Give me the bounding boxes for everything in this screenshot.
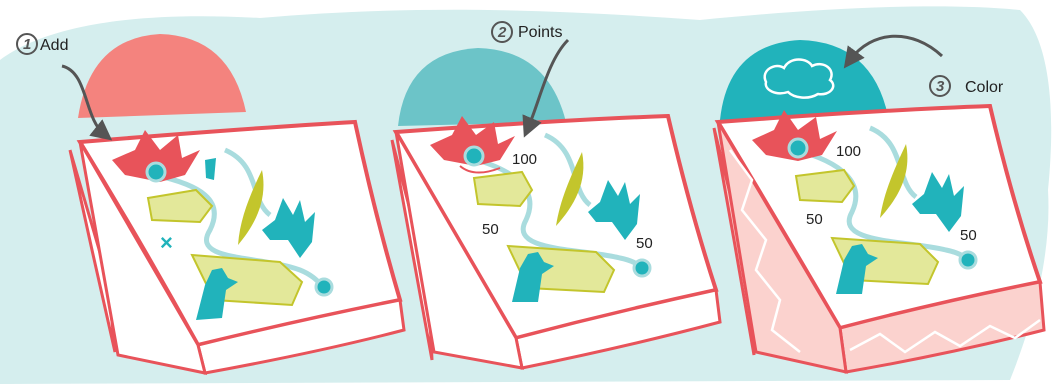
- point-ring: [459, 165, 501, 174]
- board-color: 100 50 50 3 Color: [712, 34, 1046, 374]
- step-number-badge: [16, 33, 38, 55]
- island: [472, 170, 534, 208]
- point-value: 100: [512, 151, 537, 168]
- point-value: 50: [960, 227, 977, 244]
- coral-creature: [912, 172, 964, 232]
- step-label-points: Points: [518, 24, 562, 41]
- leaf-plant: [556, 152, 584, 226]
- duck-creature: [196, 268, 238, 320]
- tray-zigzag-side: [728, 149, 801, 353]
- step-number-badge: [929, 75, 951, 97]
- duck-creature: [512, 252, 554, 302]
- leaf-plant: [880, 144, 908, 218]
- arrow-color: [843, 34, 944, 69]
- token: [145, 161, 167, 183]
- island: [794, 168, 856, 204]
- coral-creature: [262, 198, 315, 258]
- step-number: 3: [936, 78, 945, 95]
- tray-front: [196, 298, 406, 375]
- dome-coral: [78, 34, 246, 118]
- tray-side: [394, 131, 524, 370]
- step-label-add: Add: [40, 37, 68, 54]
- duck-creature: [836, 244, 878, 294]
- river-path: [154, 172, 329, 291]
- dome-teal-light: [398, 48, 566, 126]
- token: [632, 258, 652, 278]
- island: [146, 188, 214, 224]
- step-number-badge: [491, 21, 513, 43]
- river-path-2: [223, 147, 272, 217]
- flower-creature: [430, 116, 515, 166]
- point-value: 50: [806, 211, 823, 228]
- board-add: × 1 Add: [16, 33, 406, 375]
- tray-front: [838, 280, 1046, 374]
- tray-zigzag: [849, 318, 1041, 354]
- x-mark: ×: [160, 230, 173, 255]
- tray-front: [514, 288, 722, 370]
- cloud-icon: [763, 58, 835, 99]
- tray-side: [78, 141, 208, 375]
- river-path-2: [543, 132, 592, 207]
- small-creature: [205, 158, 216, 180]
- leaf-plant: [238, 170, 264, 245]
- point-value: 50: [482, 221, 499, 238]
- step-number: 2: [497, 24, 507, 41]
- step-number: 1: [23, 36, 31, 53]
- coral-creature: [588, 180, 640, 240]
- token: [314, 277, 334, 297]
- token: [463, 145, 485, 167]
- tray-side-left: [68, 149, 117, 353]
- board-points: 100 50 50 2 Points: [390, 21, 722, 370]
- token: [958, 250, 978, 270]
- arrow-add: [61, 64, 113, 141]
- flower-creature: [112, 130, 200, 182]
- step-label-color: Color: [965, 79, 1004, 96]
- point-value: 50: [636, 235, 653, 252]
- point-value: 100: [836, 143, 861, 160]
- arrow-points: [522, 38, 570, 138]
- token: [787, 137, 809, 159]
- flower-creature: [752, 110, 837, 161]
